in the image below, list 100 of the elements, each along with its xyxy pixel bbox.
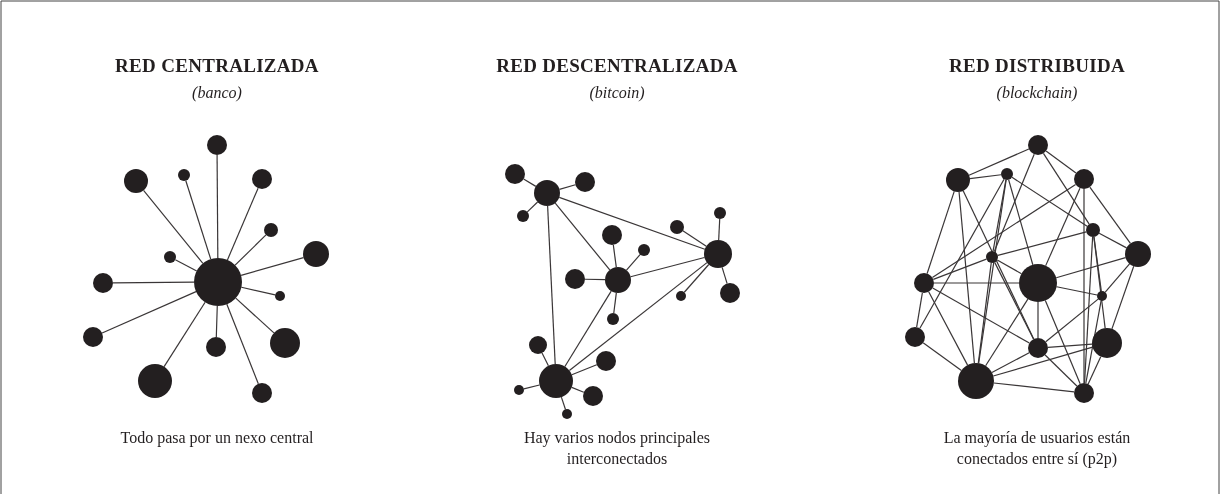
connection-line: [1037, 301, 1039, 339]
connection-line: [558, 184, 576, 190]
connection-line: [933, 282, 1020, 284]
network-node: [562, 409, 572, 419]
connection-line: [112, 281, 195, 284]
connection-line: [234, 234, 267, 266]
connection-line: [1087, 356, 1102, 385]
connection-line: [1104, 263, 1131, 293]
connection-line: [1011, 176, 1088, 227]
network-node: [1074, 383, 1094, 403]
connection-line: [174, 259, 198, 272]
connection-line: [612, 244, 617, 268]
network-node: [1028, 135, 1048, 155]
connection-line: [916, 292, 923, 328]
connection-line: [564, 290, 612, 368]
network-node: [575, 172, 595, 192]
connection-line: [613, 292, 617, 314]
network-node: [1019, 264, 1057, 302]
connection-line: [1045, 150, 1077, 174]
connection-line: [997, 231, 1087, 257]
connection-line: [932, 258, 987, 281]
connection-line: [185, 180, 212, 260]
connection-line: [1111, 265, 1135, 330]
network-node: [207, 135, 227, 155]
network-node: [194, 258, 242, 306]
connection-line: [993, 153, 1035, 253]
connection-line: [1098, 232, 1128, 249]
connection-line: [721, 266, 728, 285]
network-node: [252, 169, 272, 189]
connection-line: [991, 352, 1030, 374]
network-node: [605, 267, 631, 293]
network-node: [83, 327, 103, 347]
connection-line: [1055, 257, 1127, 279]
network-title: RED CENTRALIZADA: [115, 55, 319, 77]
connection-line: [226, 187, 259, 261]
connection-line: [1089, 186, 1131, 245]
connection-line: [1045, 187, 1081, 267]
network-node: [1001, 168, 1013, 180]
connection-line: [962, 190, 1035, 340]
network-node: [986, 251, 998, 263]
connection-line: [625, 253, 641, 271]
connection-line: [994, 261, 1035, 340]
network-node: [303, 241, 329, 267]
connection-line: [523, 178, 537, 187]
connection-line: [926, 190, 955, 275]
network-node: [1092, 328, 1122, 358]
network-node: [704, 240, 732, 268]
network-node: [514, 385, 524, 395]
network-title: RED DISTRIBUIDA: [948, 55, 1126, 77]
connection-line: [1085, 300, 1102, 384]
network-node: [539, 364, 573, 398]
connection-line: [958, 191, 975, 364]
connection-line: [240, 256, 305, 276]
connection-line: [1045, 298, 1099, 343]
connection-line: [1047, 343, 1093, 348]
network-node: [602, 225, 622, 245]
connection-line: [683, 263, 710, 293]
connection-line: [968, 148, 1030, 176]
connection-line: [977, 262, 992, 364]
network-subtitle: (banco): [192, 84, 242, 102]
connection-line: [215, 305, 218, 338]
connection-line: [919, 178, 1005, 329]
connection-line: [101, 291, 197, 334]
connection-line: [547, 205, 556, 365]
connection-line: [571, 364, 598, 376]
network-caption: Hay varios nodos principales interconectados: [522, 428, 712, 469]
connection-line: [1093, 236, 1106, 329]
network-title: RED DESCENTRALIZADA: [496, 55, 738, 77]
network-node: [1125, 241, 1151, 267]
connection-line: [1044, 354, 1078, 387]
network-node: [914, 273, 934, 293]
connection-line: [978, 179, 1007, 364]
network-caption: Todo pasa por un nexo central: [119, 428, 315, 448]
network-subtitle: (blockchain): [996, 84, 1078, 102]
network-node: [517, 210, 529, 222]
connection-line: [558, 196, 706, 250]
network-node: [565, 269, 585, 289]
network-node: [1074, 169, 1094, 189]
connection-line: [240, 286, 276, 296]
connection-line: [1044, 299, 1081, 385]
network-caption: La mayoría de usuarios están conectados entre sí (p2p): [942, 428, 1132, 469]
network-node: [178, 169, 190, 181]
connection-line: [163, 301, 206, 368]
connection-line: [1056, 286, 1098, 296]
connection-line: [630, 256, 706, 278]
network-node: [93, 273, 113, 293]
connection-line: [526, 201, 539, 213]
network-node: [905, 327, 925, 347]
network-node: [596, 351, 616, 371]
connection-line: [554, 202, 611, 271]
network-node: [676, 291, 686, 301]
network-node: [505, 164, 525, 184]
connection-line: [996, 259, 1023, 275]
network-node: [252, 383, 272, 403]
network-node: [607, 313, 619, 325]
connection-line: [969, 174, 1002, 180]
network-node: [275, 291, 285, 301]
network-node: [720, 283, 740, 303]
connection-line: [226, 303, 259, 385]
network-node: [946, 168, 970, 192]
